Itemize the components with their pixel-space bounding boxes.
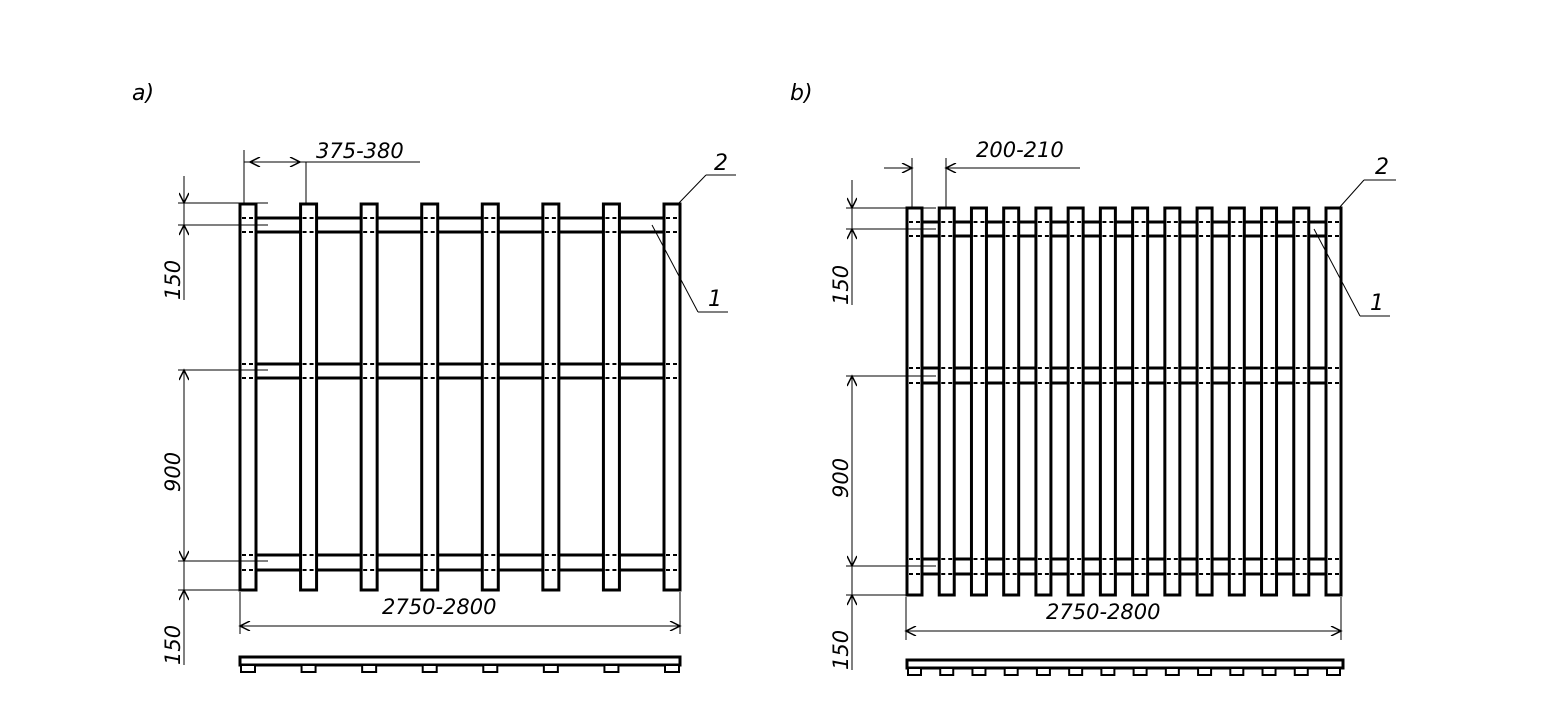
panel-b-slat [1131,206,1150,597]
panel-b-side-slat [1261,667,1277,676]
panel-b-side-slat [1164,667,1180,676]
panel-a-label: a) [132,81,154,106]
panel-a-rail-centerlines [242,217,678,571]
panel-b-spacing-dimension: 200-210 [884,138,1080,208]
panel-b-slat [937,206,956,597]
panel-b-rail-centerlines [909,221,1339,575]
panel-a-side-slat [482,664,499,673]
panel-b-side-slat [1197,667,1213,676]
panel-b-callouts: 2 1 [1313,155,1396,317]
panel-a-side-slat [300,664,317,673]
panel-a-vertical-dimensions: 150 900 150 [161,176,268,665]
panel-b-slats [905,206,1343,597]
panel-b-slat [969,206,988,597]
panel-a-side-view [238,655,682,673]
panel-a-slat [662,202,682,592]
panel-b-dim-bottom-text: 150 [829,630,853,670]
panel-a-callout-1: 1 [708,287,722,312]
panel-b-side-slat [1326,667,1341,676]
panel-a-side-slat [240,664,256,673]
panel-a-slat [299,202,319,592]
panel-a-width-dimension: 2750-2800 [240,592,680,634]
panel-b-side-slat [1229,667,1245,676]
panel-b-side-slat [971,667,987,676]
panel-a-dim-middle-text: 900 [161,452,185,492]
panel-a-spacing-text: 375-380 [316,139,404,163]
panel-a-spacing-dimension: 375-380 [243,139,420,204]
panel-b-side-slat [1068,667,1084,676]
panel-b: b) 200-210 [790,81,1396,676]
panel-b-vertical-dimensions: 150 900 150 [829,180,936,670]
panel-b-slat [1195,206,1214,597]
panel-a-slat [420,202,440,592]
panel-b-slat [1066,206,1085,597]
panel-a-slat [601,202,621,592]
panel-a-callout-2: 2 [714,151,728,176]
panel-b-slat [1034,206,1053,597]
panel-b-slat [1260,206,1279,597]
panel-b-label: b) [790,81,813,106]
panel-b-dim-top-text: 150 [829,265,853,305]
panel-b-slat [905,206,924,597]
panel-b-side-slat [1003,667,1019,676]
panel-b-side-slat [1035,667,1051,676]
panel-b-slat [1324,206,1343,597]
panel-b-callout-2: 2 [1375,155,1389,180]
panel-b-slat [1098,206,1117,597]
panel-b-spacing-text: 200-210 [976,138,1064,162]
panel-b-width-dimension: 2750-2800 [906,597,1341,640]
panel-a-side-slat [361,664,378,673]
panel-b-slat [1227,206,1246,597]
panel-b-callout-1: 1 [1370,291,1384,316]
panel-a-dim-top-text: 150 [161,260,185,300]
panel-a-callouts: 2 1 [651,151,736,313]
panel-b-side-slat [1132,667,1148,676]
panel-b-side-slat [1293,667,1309,676]
panel-a-slat [238,202,258,592]
panel-b-side-slat [907,667,922,676]
panel-a-side-slat [664,664,680,673]
panel-b-side-slat [1100,667,1116,676]
panel-a-side-slat [603,664,620,673]
panel-b-width-text: 2750-2800 [1046,600,1160,624]
panel-a-slats [238,202,682,592]
panel-b-side-view [905,658,1345,676]
panel-b-side-slat [939,667,955,676]
panel-a-side-slat [542,664,559,673]
panel-a-dim-bottom-text: 150 [161,625,185,665]
panel-a-slat [480,202,500,592]
panel-b-slat [1292,206,1311,597]
panel-a-side-slat [421,664,438,673]
panel-b-dim-middle-text: 900 [829,458,853,498]
panel-a-slat [359,202,379,592]
panel-a-slat [541,202,561,592]
panel-a-width-text: 2750-2800 [382,595,496,619]
panel-b-slat [1002,206,1021,597]
panel-a: a) 375-380 [132,81,736,673]
panel-b-slat [1163,206,1182,597]
